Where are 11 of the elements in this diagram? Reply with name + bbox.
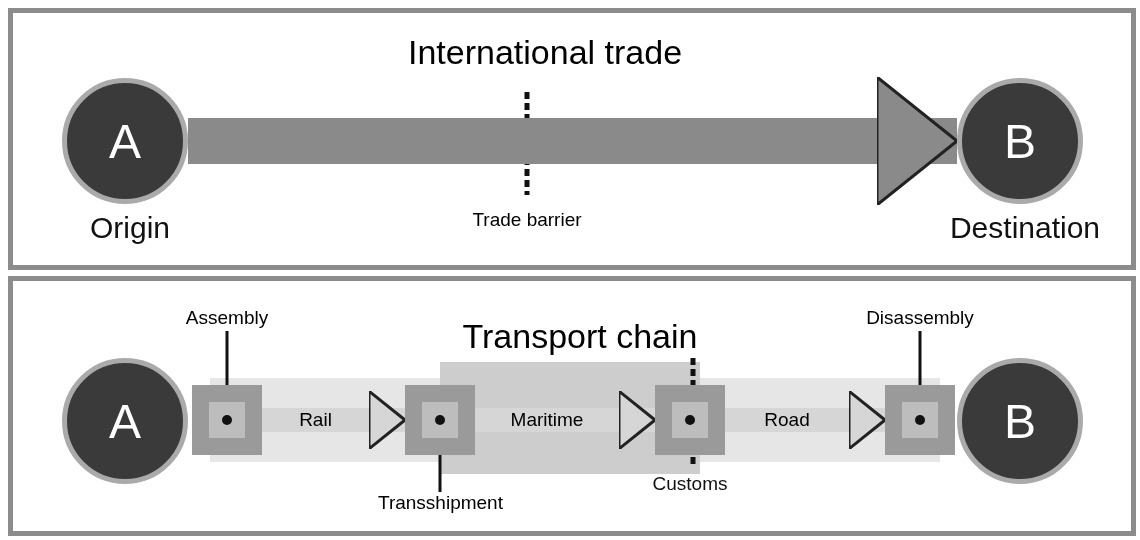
node-caption: Destination [949,211,1101,245]
node-label: B [1003,114,1036,168]
barrier-label: Trade barrier [472,209,582,231]
node-caption: Origin [90,211,170,245]
node-caption: Customs [652,473,728,495]
node-label: A [108,114,141,168]
panel-title: Transport chain [462,317,698,356]
edge-label: Rail [299,409,332,431]
edge-label: Road [764,409,810,431]
panel-title: International trade [407,33,683,72]
edge-label: Maritime [510,409,584,431]
